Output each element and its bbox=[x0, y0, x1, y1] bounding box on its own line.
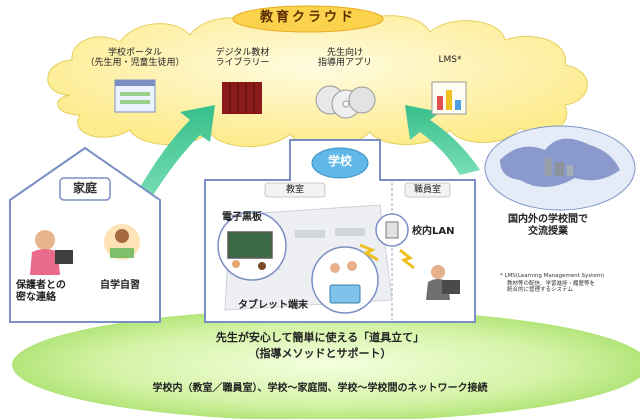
tablet-label: タブレット端末 bbox=[238, 300, 308, 311]
bottom-network-line: 学校内（教室／職員室）、学校～家庭間、学校～学校間のネットワーク接続 bbox=[152, 383, 488, 394]
home-title-box bbox=[59, 177, 111, 201]
globe-icon bbox=[484, 125, 636, 211]
cloud-item-portal-label: 学校ポータル （先生用・児童生徒用） bbox=[85, 48, 185, 69]
arrow-school-to-cloud bbox=[405, 105, 480, 175]
home-item-parent-contact: 保護者との 密な連絡 bbox=[16, 280, 66, 303]
school-title-badge bbox=[311, 147, 369, 179]
network-base-ellipse bbox=[12, 309, 640, 419]
staffroom-label: 職員室 bbox=[413, 185, 441, 195]
cloud-item-lms-label: LMS* bbox=[438, 55, 462, 65]
staffroom-label-box bbox=[404, 182, 451, 198]
book-library-icon bbox=[222, 82, 262, 114]
bottom-tools-line: 先生が安心して簡単に使える「道具立て」 bbox=[215, 331, 425, 344]
whiteboard-icon bbox=[227, 231, 273, 259]
classroom-label-box bbox=[264, 182, 326, 198]
portal-window-icon bbox=[114, 79, 156, 113]
school-title: 学校 bbox=[327, 154, 352, 168]
bottom-method-line: （指導メソッドとサポート） bbox=[248, 347, 392, 360]
lms-note-title: * LMS(Learning Management System) bbox=[500, 273, 605, 279]
cloud-title: 教育クラウド bbox=[259, 10, 356, 25]
arrow-home-to-cloud bbox=[130, 105, 215, 205]
lan-label: 校内LAN bbox=[412, 226, 455, 237]
disc-app-icon bbox=[315, 85, 376, 119]
staff-teacher-pc-illustration bbox=[426, 265, 460, 300]
home-item-self-study: 自学自習 bbox=[100, 280, 140, 291]
cloud-title-badge bbox=[232, 5, 384, 33]
home-house-shape bbox=[9, 146, 161, 323]
tablet-bubble bbox=[311, 246, 379, 314]
lightning-bolt-icon bbox=[359, 243, 379, 262]
child-studying-illustration bbox=[104, 224, 140, 260]
classroom-label: 教室 bbox=[285, 185, 304, 195]
cloud-item-app-label: 先生向け 指導用アプリ bbox=[317, 48, 372, 69]
home-title: 家庭 bbox=[72, 181, 97, 195]
lms-note-body: 教材等の配信、学習進捗・履歴等を 統合的に管理するシステム bbox=[507, 281, 596, 294]
tablet-icon bbox=[329, 284, 361, 304]
lan-router-icon bbox=[385, 221, 399, 239]
cloud-item-library-label: デジタル教材 ライブラリー bbox=[215, 48, 270, 69]
blackboard-label: 電子黒板 bbox=[222, 212, 262, 223]
lms-chart-icon bbox=[431, 81, 467, 115]
global-exchange-label: 国内外の学校間で 交流授業 bbox=[508, 214, 588, 237]
parent-at-pc-illustration bbox=[30, 230, 73, 275]
lightning-bolt-icon-2 bbox=[399, 248, 415, 270]
